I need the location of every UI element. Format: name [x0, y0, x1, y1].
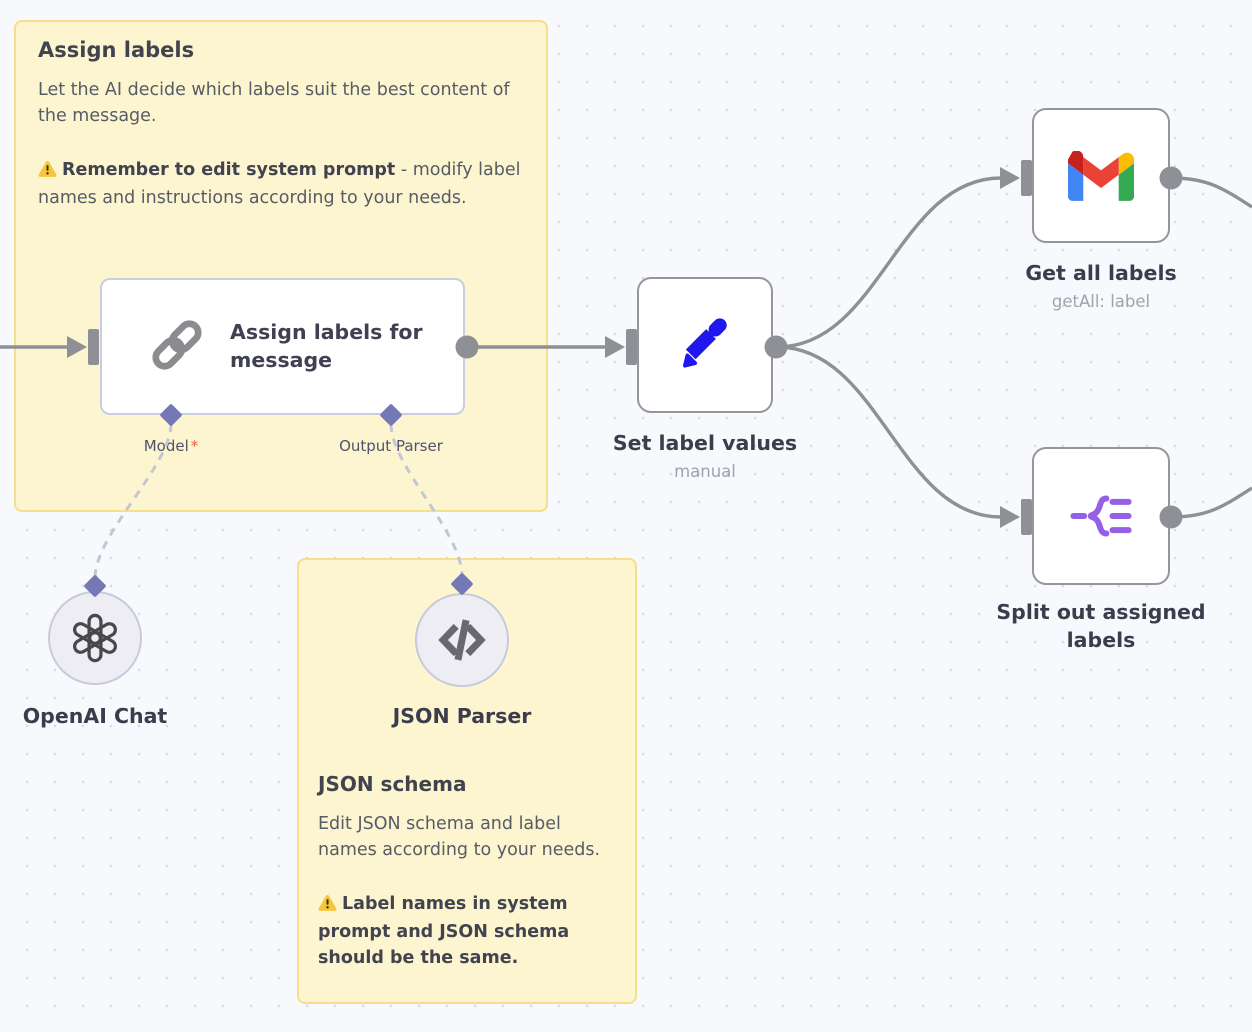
node-caption-get-all-labels: Get all labels getAll: label: [951, 260, 1251, 311]
input-port-get-all-labels[interactable]: [1000, 160, 1032, 196]
code-icon: [438, 619, 486, 661]
node-title: Split out assigned labels: [996, 600, 1206, 652]
edge-get-labels-outgoing[interactable]: [1171, 176, 1252, 209]
node-openai-chat[interactable]: [48, 591, 142, 685]
node-assign-labels-for-message[interactable]: Assign labels for message: [100, 278, 465, 415]
node-title: OpenAI Chat: [22, 704, 168, 728]
edge-split-out-outgoing[interactable]: [1171, 486, 1252, 519]
sticky-title: Assign labels: [38, 38, 195, 62]
gmail-icon: [1068, 150, 1134, 201]
split-out-icon: [1070, 495, 1132, 537]
node-caption-openai-chat: OpenAI Chat: [0, 703, 245, 731]
input-port-split-out[interactable]: [1000, 499, 1032, 535]
node-title: Set label values: [612, 431, 798, 455]
node-caption-json-parser: JSON Parser: [312, 703, 612, 731]
node-split-out-assigned-labels[interactable]: [1032, 447, 1170, 585]
pencil-icon: [683, 318, 727, 368]
chain-link-icon: [146, 314, 208, 380]
node-subtitle: manual: [674, 461, 736, 481]
port-label-output-parser: Output Parser: [339, 437, 443, 455]
sticky-title: JSON schema: [318, 772, 467, 796]
node-get-all-labels[interactable]: [1032, 108, 1170, 243]
sticky-body: Edit JSON schema and label names accordi…: [318, 814, 601, 861]
node-subtitle: getAll: label: [1051, 291, 1151, 311]
warning-icon: [38, 159, 57, 185]
port-label-model: Model*: [143, 437, 199, 455]
node-caption-set-label-values: Set label values manual: [555, 430, 855, 481]
openai-icon: [73, 613, 117, 663]
sticky-warning: Label names in system prompt and JSON sc…: [318, 893, 570, 969]
node-set-label-values[interactable]: [637, 277, 773, 413]
sticky-warning: Remember to edit system prompt - modify …: [38, 159, 521, 208]
node-title: Get all labels: [1025, 261, 1177, 285]
sticky-body: Let the AI decide which labels suit the …: [38, 80, 510, 127]
node-title: Assign labels for message: [230, 319, 423, 372]
node-json-parser[interactable]: [415, 593, 509, 687]
node-caption-split-out: Split out assigned labels: [991, 599, 1211, 654]
input-port-set-label-values[interactable]: [605, 329, 637, 365]
warning-icon: [318, 893, 337, 919]
node-title: JSON Parser: [392, 704, 532, 728]
